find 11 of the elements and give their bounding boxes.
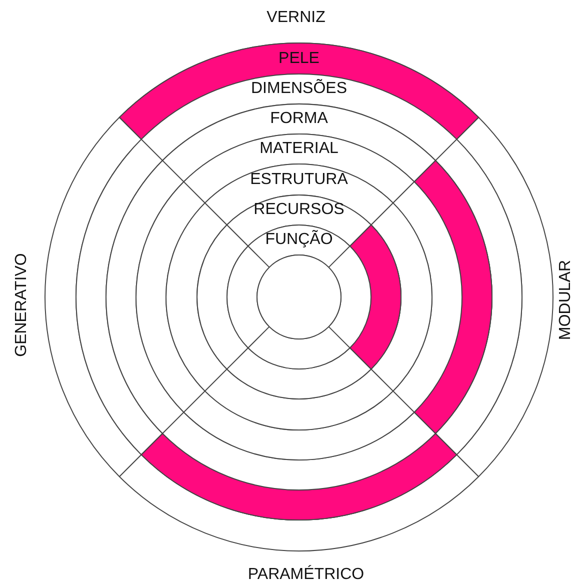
ring-label: FORMA [270,110,328,128]
axis-label: GENERATIVO [13,253,31,357]
axis-label: MODULAR [557,260,575,340]
ring-label: MATERIAL [260,140,338,158]
ring-label: ESTRUTURA [250,170,348,188]
ring-label: RECURSOS [254,201,344,219]
axis-label: PARAMÉTRICO [248,566,364,584]
axis-label: VERNIZ [266,9,326,27]
ring-label: DIMENSÕES [251,80,347,98]
ring-label: FUNÇÃO [265,231,333,249]
ring-label: PELE [278,50,320,68]
